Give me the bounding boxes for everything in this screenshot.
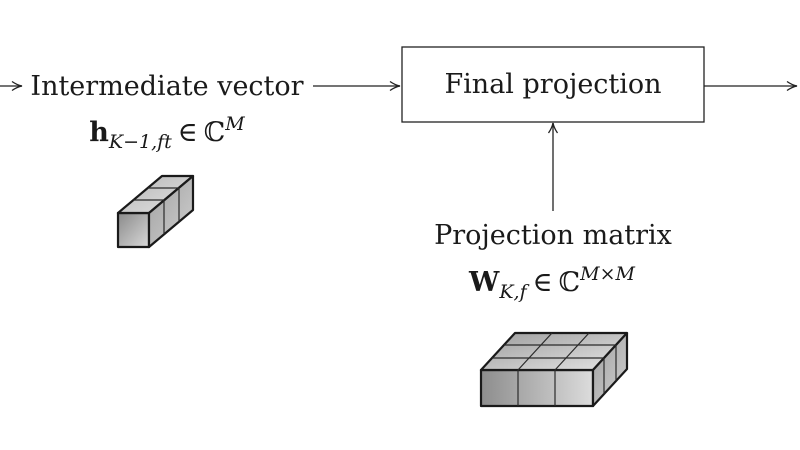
projection-matrix-member: ∈ [533, 267, 553, 298]
projection-matrix-node: Projection matrix WK,f∈ℂM×M [434, 220, 672, 408]
intermediate-vector-subscript: K−1,ft [108, 131, 172, 153]
final-projection-label: Final projection [444, 69, 661, 100]
intermediate-vector-formula: hK−1,ft ∈ℂM [89, 113, 245, 153]
projection-matrix-formula: WK,f∈ℂM×M [468, 263, 635, 303]
intermediate-vector-member: ∈ [178, 117, 198, 148]
intermediate-vector-space: ℂ [204, 117, 226, 148]
projection-matrix-label: Projection matrix [434, 220, 672, 251]
final-projection-box [401, 46, 705, 123]
projection-matrix-subscript: K,f [498, 281, 529, 303]
final-projection-node: Final projection [401, 46, 705, 123]
matrix-cube-icon [479, 331, 629, 408]
projection-matrix-superscript: M×M [579, 263, 635, 285]
vector-cube-icon [116, 174, 195, 249]
intermediate-vector-label: Intermediate vector [30, 71, 303, 102]
intermediate-vector-superscript: M [224, 113, 245, 135]
projection-matrix-space: ℂ [559, 267, 581, 298]
intermediate-vector-node: Intermediate vector hK−1,ft ∈ℂM [30, 71, 304, 249]
intermediate-vector-symbol: h [89, 117, 109, 148]
projection-matrix-symbol: W [468, 267, 500, 298]
